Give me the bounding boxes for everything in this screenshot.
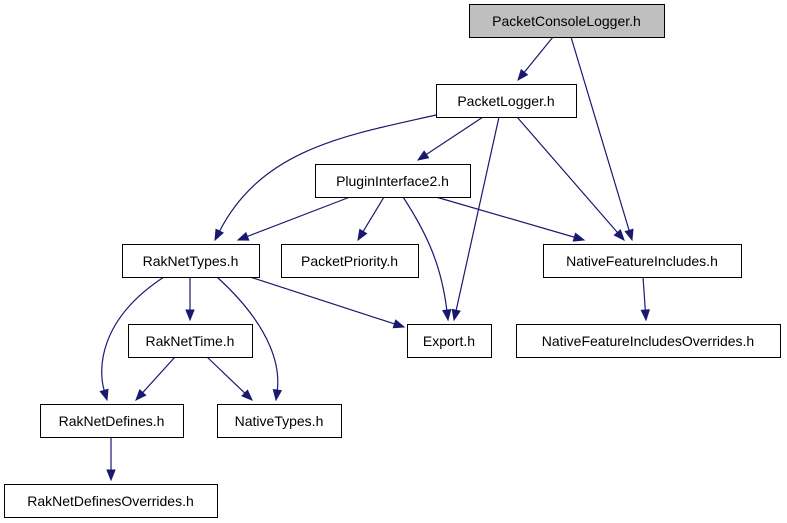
node-box xyxy=(315,164,471,198)
edge-line xyxy=(425,116,484,156)
edge-line xyxy=(101,276,165,392)
edge-plugin-interface2-to-export xyxy=(402,196,452,322)
edges-layer xyxy=(99,36,650,482)
edge-packet-logger-to-export xyxy=(451,116,500,322)
edge-rak-net-types-to-export xyxy=(249,276,406,329)
edge-packet-console-logger-to-packet-logger xyxy=(517,36,554,82)
arrowhead-icon xyxy=(640,309,650,322)
node-box xyxy=(543,244,742,278)
edge-line xyxy=(455,116,500,312)
node-box xyxy=(217,404,342,438)
edge-line xyxy=(516,116,619,234)
edge-line xyxy=(362,196,385,233)
edge-rak-net-time-to-native-types xyxy=(206,356,253,401)
node-box xyxy=(40,404,184,438)
edge-packet-logger-to-plugin-interface2 xyxy=(416,116,484,161)
arrowhead-icon xyxy=(442,309,452,322)
node-rak-net-types[interactable]: RakNetTypes.h xyxy=(122,244,260,278)
edge-rak-net-types-to-rak-net-time xyxy=(185,277,195,322)
node-native-feature-includes-overrides[interactable]: NativeFeatureIncludesOverrides.h xyxy=(516,324,781,358)
edge-line xyxy=(141,356,176,394)
node-box xyxy=(407,324,492,358)
node-plugin-interface2[interactable]: PluginInterface2.h xyxy=(315,164,471,198)
arrowhead-icon xyxy=(135,389,147,401)
node-label: NativeFeatureIncludesOverrides.h xyxy=(542,333,754,349)
arrowhead-icon xyxy=(272,388,283,402)
edge-rak-net-time-to-rak-net-defines xyxy=(135,356,176,401)
node-native-types[interactable]: NativeTypes.h xyxy=(217,404,342,438)
arrowhead-icon xyxy=(392,319,406,329)
node-packet-logger[interactable]: PacketLogger.h xyxy=(436,84,577,118)
node-box xyxy=(122,244,260,278)
node-label: RakNetTime.h xyxy=(146,333,235,349)
node-rak-net-defines[interactable]: RakNetDefines.h xyxy=(40,404,184,438)
edge-rak-net-types-to-rak-net-defines xyxy=(99,276,165,402)
node-rak-net-time[interactable]: RakNetTime.h xyxy=(128,324,253,358)
nodes-layer: PacketConsoleLogger.hPacketLogger.hPlugi… xyxy=(4,4,781,518)
edge-plugin-interface2-to-native-feature-includes xyxy=(435,196,586,242)
node-label: RakNetDefinesOverrides.h xyxy=(27,493,194,509)
arrowhead-icon xyxy=(106,469,116,482)
edge-rak-net-types-to-native-types xyxy=(216,276,283,402)
node-label: PacketConsoleLogger.h xyxy=(492,13,641,29)
node-native-feature-includes[interactable]: NativeFeatureIncludes.h xyxy=(543,244,742,278)
node-box xyxy=(4,484,218,518)
arrowhead-icon xyxy=(613,228,625,242)
node-label: NativeTypes.h xyxy=(235,413,324,429)
edge-packet-logger-to-native-feature-includes xyxy=(516,116,625,242)
edge-line xyxy=(402,196,448,312)
edge-line xyxy=(216,276,279,392)
edge-native-feature-includes-to-native-feature-includes-overrides xyxy=(640,276,650,322)
node-box xyxy=(516,324,781,358)
arrowhead-icon xyxy=(624,228,634,242)
arrowhead-icon xyxy=(451,308,461,322)
arrowhead-icon xyxy=(99,388,109,402)
edge-packet-logger-to-rak-net-types xyxy=(214,114,437,242)
arrowhead-icon xyxy=(185,309,195,322)
edge-line xyxy=(246,196,351,238)
arrowhead-icon xyxy=(214,228,224,242)
node-label: Export.h xyxy=(423,333,475,349)
edge-line xyxy=(218,114,437,233)
edge-plugin-interface2-to-rak-net-types xyxy=(236,196,351,241)
arrowhead-icon xyxy=(357,228,368,242)
arrowhead-icon xyxy=(416,150,430,161)
node-rak-net-defines-overrides[interactable]: RakNetDefinesOverrides.h xyxy=(4,484,218,518)
edge-line xyxy=(642,276,646,312)
node-packet-priority[interactable]: PacketPriority.h xyxy=(281,244,419,278)
edge-line xyxy=(570,36,630,232)
node-export[interactable]: Export.h xyxy=(407,324,492,358)
node-label: PacketLogger.h xyxy=(457,93,554,109)
node-label: RakNetDefines.h xyxy=(59,413,165,429)
edge-line xyxy=(435,196,576,239)
edge-rak-net-defines-to-rak-net-defines-overrides xyxy=(106,437,116,482)
node-label: PacketPriority.h xyxy=(301,253,398,269)
edge-plugin-interface2-to-packet-priority xyxy=(357,196,385,242)
node-box xyxy=(436,84,577,118)
node-label: NativeFeatureIncludes.h xyxy=(566,253,718,269)
node-box xyxy=(281,244,419,278)
node-label: RakNetTypes.h xyxy=(143,253,239,269)
node-label: PluginInterface2.h xyxy=(336,173,449,189)
arrowhead-icon xyxy=(236,231,250,241)
arrowhead-icon xyxy=(241,389,253,401)
node-box xyxy=(469,4,665,38)
node-packet-console-logger[interactable]: PacketConsoleLogger.h xyxy=(469,4,665,38)
arrowhead-icon xyxy=(572,232,586,242)
edge-line xyxy=(206,356,246,395)
node-box xyxy=(128,324,253,358)
edge-line xyxy=(249,276,396,325)
arrowhead-icon xyxy=(517,68,529,82)
edge-line xyxy=(523,36,554,74)
edge-packet-console-logger-to-native-feature-includes xyxy=(570,36,634,242)
